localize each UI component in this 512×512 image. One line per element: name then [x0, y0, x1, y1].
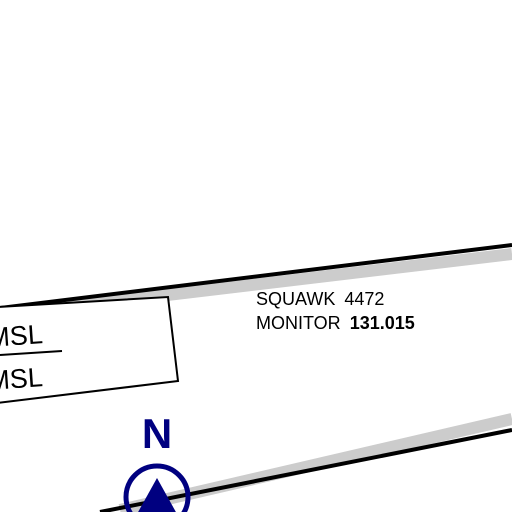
squawk-code: 4472: [344, 289, 384, 309]
altitude-box: MSL MSL: [0, 295, 180, 404]
altitude-divider: [0, 350, 63, 356]
squawk-label: SQUAWK: [256, 289, 335, 309]
upper-boundary-line: [0, 243, 512, 310]
north-arrow-icon: N: [123, 410, 191, 512]
monitor-label: MONITOR: [256, 313, 341, 333]
altitude-upper-label: MSL: [0, 319, 44, 353]
monitor-text: MONITOR 131.015: [256, 313, 415, 333]
monitor-frequency: 131.015: [350, 313, 415, 333]
squawk-text: SQUAWK 4472: [256, 289, 384, 309]
altitude-lower-label: MSL: [0, 362, 44, 396]
lower-boundary-line: [99, 428, 512, 512]
north-letter: N: [142, 410, 172, 457]
